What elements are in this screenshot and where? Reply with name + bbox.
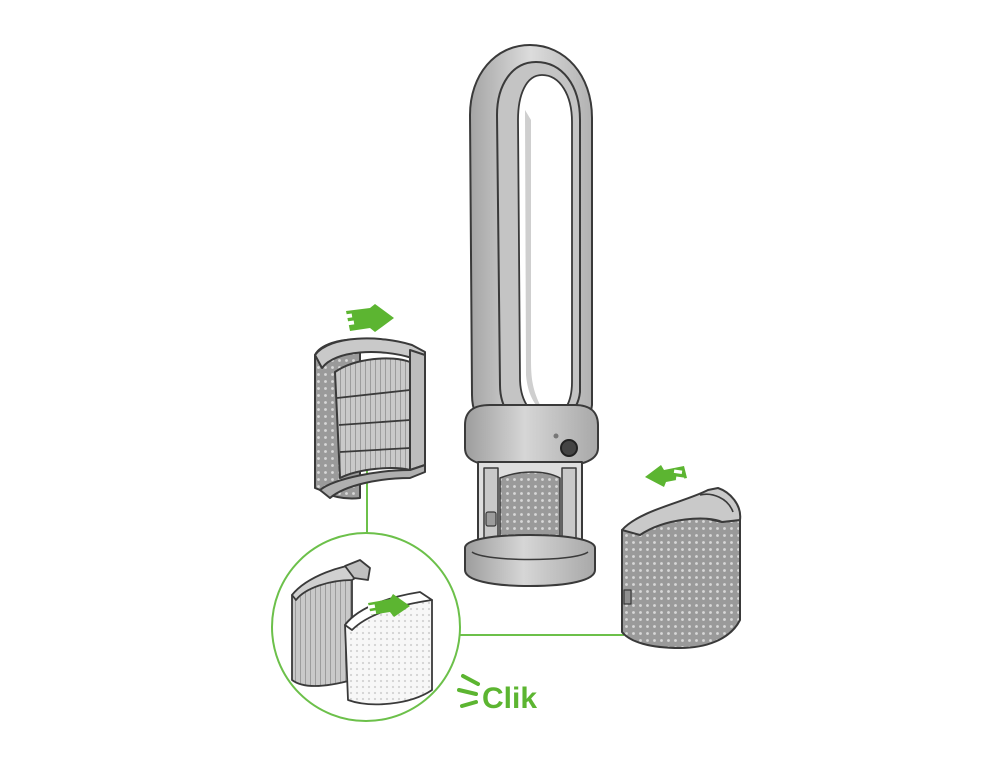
left-filter-half <box>314 304 426 500</box>
base-shoulder <box>464 404 599 469</box>
right-filter-clip <box>623 589 632 605</box>
click-burst-icon <box>457 674 480 708</box>
air-purifier-tower <box>464 44 599 587</box>
right-filter-top-inner <box>699 493 734 513</box>
left-filter-rib-1 <box>336 389 411 399</box>
clik-label: Clik <box>482 682 537 715</box>
left-filter-side-frame <box>409 349 426 471</box>
pedestal-rim <box>471 551 589 561</box>
detail-inset <box>271 532 461 722</box>
pedestal-top <box>464 534 596 587</box>
detail-white-filter-top <box>344 591 433 631</box>
left-filter-rib-3 <box>339 447 411 453</box>
core-latch <box>485 511 497 527</box>
arrow-left-icon <box>645 465 687 487</box>
left-filter-rib-2 <box>338 419 411 426</box>
sensor-dot <box>553 433 559 439</box>
detail-top-bracket <box>344 559 371 581</box>
loop-inner-shade <box>525 110 553 415</box>
right-filter-half <box>621 465 742 649</box>
arrow-right-icon <box>367 594 410 617</box>
power-button <box>560 439 578 457</box>
left-filter-bottom-cap <box>319 464 426 499</box>
right-filter-top-cap <box>621 487 742 536</box>
arrow-right-icon <box>343 304 394 332</box>
left-filter-pleats <box>334 357 411 479</box>
